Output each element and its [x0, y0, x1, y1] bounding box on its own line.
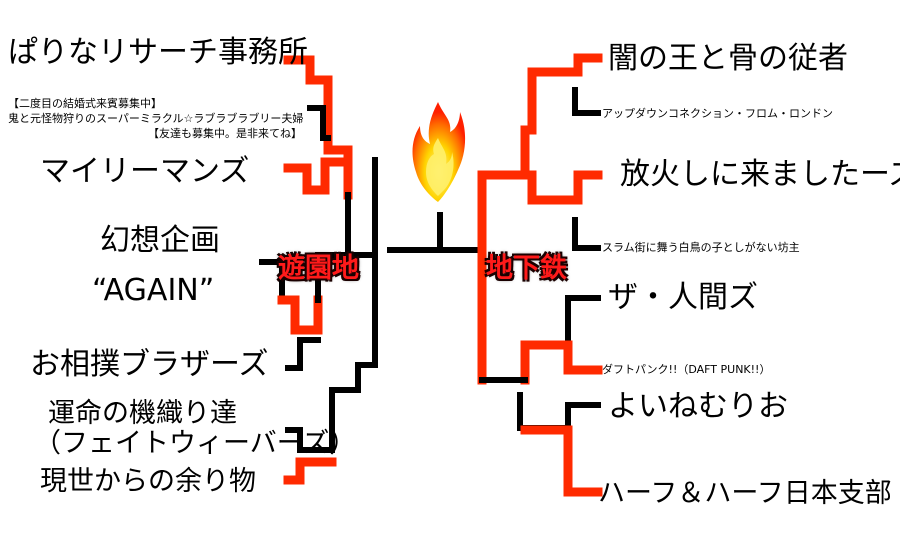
right-path-t1: [520, 53, 603, 135]
left-team-1: ぱりなリサーチ事務所: [8, 35, 308, 70]
left-team-6-line1: 運命の機織り達: [48, 398, 237, 429]
left-team-2-name: 鬼と元怪物狩りのスーパーミラクル☆ラブラブラブリー夫婦: [8, 112, 304, 125]
left-team-5: お相撲ブラザーズ: [30, 347, 269, 382]
right-team-1: 闇の王と骨の従者: [608, 41, 848, 76]
left-path-t6: [285, 387, 335, 453]
right-path-t2: [572, 87, 601, 116]
left-team-4-line2: “AGAIN”: [92, 273, 215, 308]
left-path-t3: [283, 157, 353, 195]
left-team-7: 現世からの余り物: [40, 466, 256, 497]
right-path-t5: [565, 295, 601, 343]
left-team-2-note2: 【友達も募集中。是非来てね】: [148, 127, 302, 140]
right-team-5: ザ・人間ズ: [608, 280, 758, 315]
right-path-t7: [517, 392, 601, 431]
right-team-2: アップダウンコネクション・フロム・ロンドン: [602, 107, 833, 120]
right-team-3: 放火しに来ましたーズ: [620, 157, 900, 192]
left-path-t7: [283, 457, 337, 485]
right-r2a: [477, 125, 530, 385]
right-team-6: ダフトパンク!!（DAFT PUNK!!）: [602, 363, 771, 376]
flame-icon: [412, 102, 466, 202]
left-team-3: マイリーマンズ: [40, 154, 250, 189]
left-path-t1: [283, 55, 353, 200]
left-path-t2: [307, 105, 331, 141]
right-team-7: よいねむりお: [608, 389, 788, 424]
left-path-t4b: [277, 295, 323, 335]
right-team-8: ハーフ＆ハーフ日本支部: [598, 478, 892, 509]
left-r2b: [315, 252, 351, 303]
left-team-4-line1: 幻想企画: [100, 223, 220, 258]
right-path-t8: [520, 425, 603, 497]
left-r2c: [329, 362, 378, 393]
left-path-t4: [259, 259, 285, 303]
right-path-t3: [520, 170, 603, 205]
left-team-6-line2: （フェイトウィーバーズ）: [34, 428, 357, 459]
center-stem: [437, 212, 481, 253]
left-path-t5: [285, 337, 321, 371]
right-team-4: スラム街に舞う白鳥の子としがない坊主: [602, 241, 800, 254]
right-path-t4: [572, 217, 601, 251]
left-team-2-note1: 【二度目の結婚式来賓募集中】: [8, 97, 162, 110]
right-path-t6: [520, 340, 603, 385]
left-block-label: 遊園地: [278, 253, 359, 284]
right-block-label: 地下鉄: [486, 253, 567, 284]
